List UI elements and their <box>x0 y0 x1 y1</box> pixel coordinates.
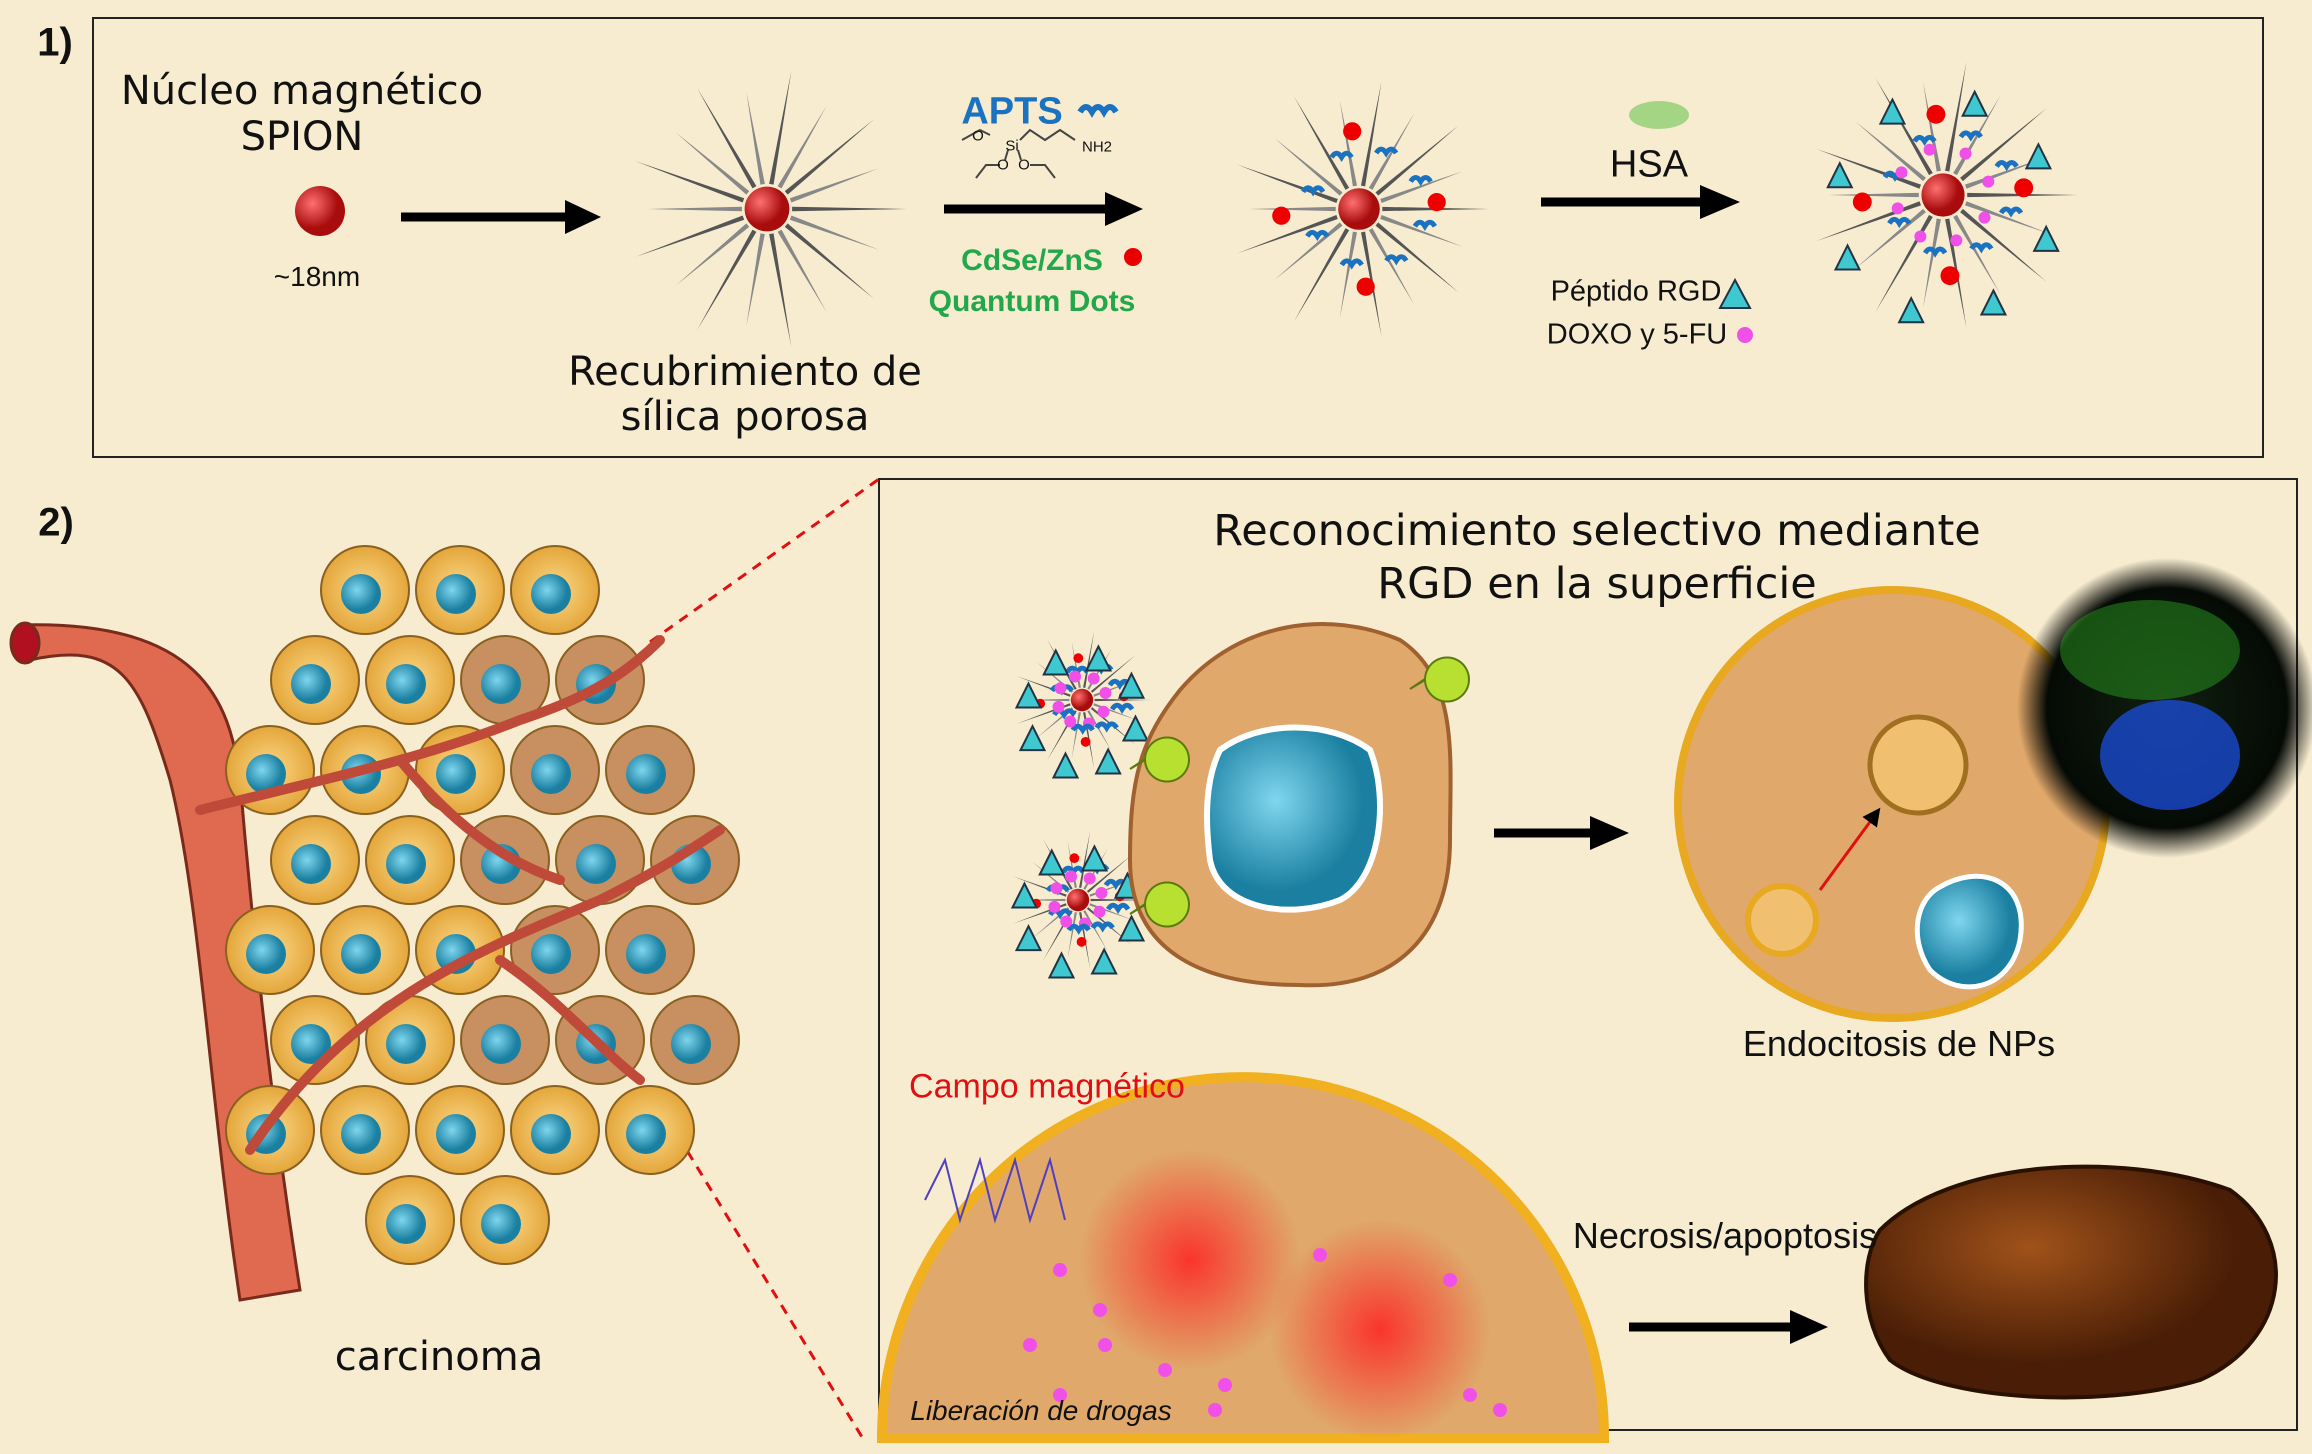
tumor-cell-nucleus <box>576 844 616 884</box>
rgd-label: Péptido RGD <box>1550 275 1722 308</box>
endosome <box>1867 714 1969 816</box>
np-bound <box>1014 631 1152 779</box>
apts-atom: NH2 <box>1081 138 1113 156</box>
drug-molecule <box>1053 1263 1067 1277</box>
tumor-cell-nucleus <box>246 754 286 794</box>
tumor-cell-nucleus <box>291 1024 331 1064</box>
panel1-frame <box>92 17 2264 458</box>
tumor-cell-nucleus <box>481 664 521 704</box>
magnetic-field-label: Campo magnético <box>909 1067 1185 1106</box>
apts-label: APTS <box>961 90 1063 133</box>
silica-coated-np <box>635 71 907 347</box>
tumor-cell-nucleus <box>386 1024 426 1064</box>
np-bound <box>1010 831 1148 979</box>
tumor-cell-nucleus <box>531 1114 571 1154</box>
vessel-branches <box>195 635 725 1155</box>
cell-nucleus-2 <box>1914 873 2024 990</box>
drug-molecule <box>1023 1338 1037 1352</box>
apts-wave-icon <box>1077 104 1119 118</box>
integrin-receptors <box>1129 656 1470 928</box>
panel2-number: 2) <box>38 500 74 545</box>
tumor-cell-nucleus <box>531 754 571 794</box>
tumor-cell-nucleus <box>481 1024 521 1064</box>
tumor-cell-nucleus <box>341 1114 381 1154</box>
tumor-cell-nucleus <box>671 1024 711 1064</box>
tumor-cell-nucleus <box>341 574 381 614</box>
drug-molecule <box>1208 1403 1222 1417</box>
tumor-cluster <box>225 545 740 1265</box>
tumor-cell-nucleus <box>386 844 426 884</box>
tumor-cell-nucleus <box>481 1204 521 1244</box>
tumor-cell-nucleus <box>246 934 286 974</box>
tumor-cell-nucleus <box>436 754 476 794</box>
tumor-cell-nucleus <box>626 1114 666 1154</box>
quantum-dot-icon <box>1124 248 1142 266</box>
hsa-blob-icon <box>1629 101 1689 129</box>
drug-molecule <box>1443 1273 1457 1287</box>
endocytic-pit <box>1745 883 1819 957</box>
tumor-cell-nucleus <box>386 1204 426 1244</box>
tumor-cell-nucleus <box>436 574 476 614</box>
internalization-arrow <box>1818 807 1881 891</box>
rgd-triangle-icon <box>1718 277 1752 309</box>
drug-dot-icon <box>1737 327 1753 343</box>
tumor-cell-nucleus <box>341 934 381 974</box>
panel2-title: Reconocimiento selectivo mediante <box>1213 506 1981 556</box>
spion-core <box>295 186 345 236</box>
apts-structure <box>961 128 1076 179</box>
released-drugs <box>1023 1248 1507 1417</box>
tumor-cell-nucleus <box>291 664 331 704</box>
drug-molecule <box>1313 1248 1327 1262</box>
zoom-lines <box>648 477 880 1438</box>
tumor-cell-nucleus <box>531 574 571 614</box>
drug-label: DOXO y 5-FU <box>1546 318 1728 351</box>
coating-label-2: sílica porosa <box>620 394 870 440</box>
tumor-cell-nucleus <box>531 934 571 974</box>
drug-molecule <box>1098 1338 1112 1352</box>
drug-molecule <box>1093 1303 1107 1317</box>
drug-molecule <box>1053 1388 1067 1402</box>
drug-molecule <box>1463 1388 1477 1402</box>
tumor-label: carcinoma <box>334 1334 544 1380</box>
drug-molecule <box>1218 1378 1232 1392</box>
coating-label: Recubrimiento de <box>568 349 922 395</box>
drug-molecule <box>1158 1363 1172 1377</box>
apts-atom: O <box>997 156 1009 174</box>
reaction-arrows <box>401 185 1828 1344</box>
functionalized-np <box>1816 62 2078 328</box>
cell-nucleus <box>1204 724 1383 913</box>
panel1-number: 1) <box>37 20 73 65</box>
tumor-cell-nucleus <box>626 754 666 794</box>
magnetic-wave-icon <box>924 1156 1066 1224</box>
apts-atom: Si <box>1005 137 1019 155</box>
apts-atom: O <box>972 127 984 145</box>
quantum-dots-label: CdSe/ZnS <box>961 244 1103 277</box>
core-label-2: SPION <box>240 114 364 160</box>
endocytosis-label: Endocitosis de NPs <box>1742 1023 2056 1064</box>
apts-atom: O <box>1018 156 1030 174</box>
death-label: Necrosis/apoptosis <box>1572 1215 1878 1256</box>
tumor-cell-nucleus <box>291 844 331 884</box>
quantum-dots-label-2: Quantum Dots <box>928 285 1136 318</box>
drug-molecule <box>1493 1403 1507 1417</box>
apts-qd-np <box>1236 80 1489 338</box>
core-size: ~18nm <box>273 261 361 292</box>
hsa-label: HSA <box>1609 143 1689 186</box>
dead-cell <box>1864 1164 2278 1400</box>
drug-release-label: Liberación de drogas <box>910 1395 1172 1426</box>
panel2-title-2: RGD en la superficie <box>1377 559 1817 609</box>
tumor-cell-nucleus <box>626 934 666 974</box>
core-label: Núcleo magnético <box>120 68 484 114</box>
tumor-cell-nucleus <box>436 1114 476 1154</box>
tumor-cell-nucleus <box>386 664 426 704</box>
